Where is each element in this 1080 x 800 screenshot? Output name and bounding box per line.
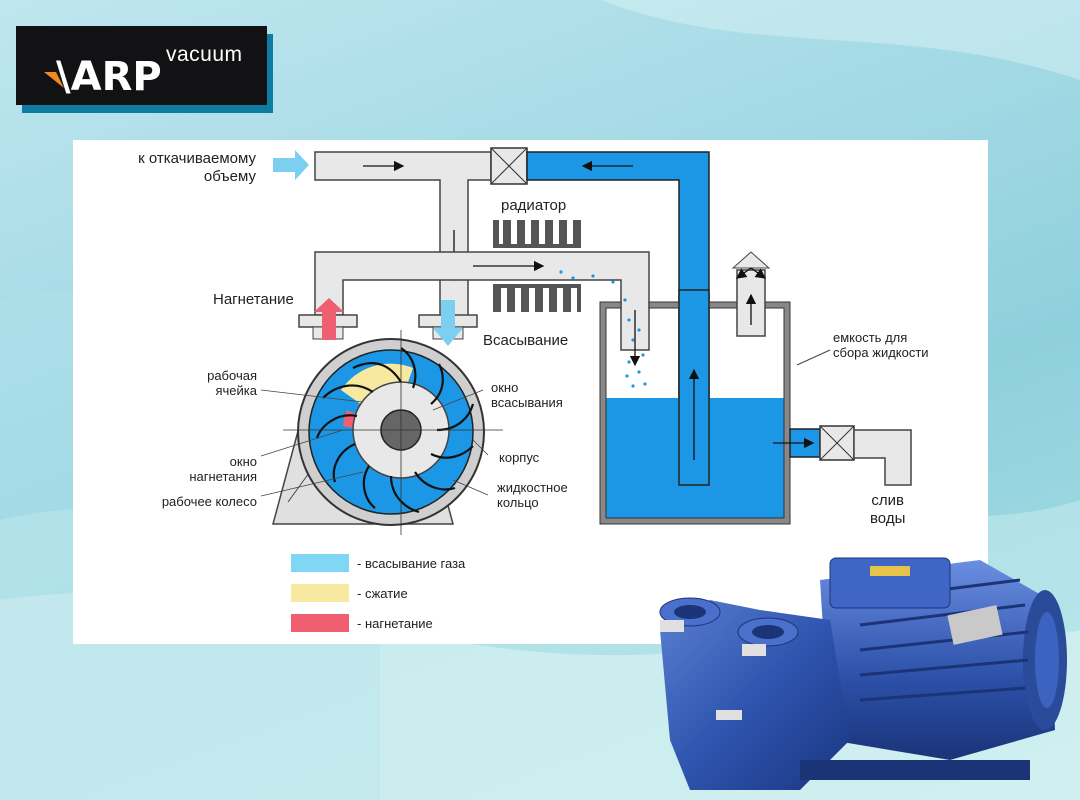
tank-label-leader [796, 349, 831, 366]
water-droplets [559, 270, 647, 388]
liquid-ring-pump-diagram [260, 147, 912, 632]
casing-label: корпус [499, 450, 540, 465]
working-cell-line-1: рабочая [207, 368, 257, 383]
tank-label: емкость для сбора жидкости [833, 330, 929, 360]
liquid-ring-line-2: кольцо [497, 495, 539, 510]
brand-logo[interactable]: \ARP vacuum [16, 26, 267, 105]
drain-pipe [773, 425, 912, 486]
discharge-window-label: окно нагнетания [163, 454, 257, 484]
logo-mark-text: \ARP [56, 54, 162, 100]
liquid-tank [599, 289, 791, 525]
suction-window-label: окно всасывания [491, 380, 563, 410]
inlet-arrow [273, 150, 309, 180]
inlet-label: к откачиваемому объему [93, 150, 256, 186]
legend-swatch-discharge [291, 614, 349, 632]
inlet-label-line-1: к откачиваемому [138, 150, 256, 167]
suction-label: Всасывание [483, 332, 569, 349]
legend-label-discharge: - нагнетание [357, 616, 433, 631]
vent-pipe [731, 251, 771, 337]
suction-window-line-1: окно [491, 380, 519, 395]
suction-window-line-2: всасывания [491, 395, 563, 410]
pump-casing [283, 330, 503, 535]
tank-label-line-1: емкость для [833, 330, 908, 345]
suction-arrow [433, 300, 463, 346]
label-leaders [260, 389, 489, 497]
radiator-fins [493, 220, 581, 312]
discharge-arrow [314, 298, 344, 340]
discharge-window-line-2: нагнетания [189, 469, 257, 484]
top-valve-icon [490, 147, 528, 185]
varp-logo-mark: \ARP [44, 54, 162, 100]
liquid-ring-label: жидкостное кольцо [497, 480, 568, 510]
radiator-label: радиатор [501, 197, 567, 214]
liquid-ring-line-1: жидкостное [497, 480, 568, 495]
working-cell-line-2: ячейка [215, 383, 257, 398]
impeller-label: рабочее колесо [161, 494, 257, 509]
inlet-label-line-2: объему [203, 168, 256, 185]
working-cell-label: рабочая ячейка [173, 368, 257, 398]
drain-label-line-1: слив [871, 492, 904, 509]
discharge-label: Нагнетание [213, 291, 294, 308]
legend-label-compression: - сжатие [357, 586, 408, 601]
legend-swatch-compression [291, 584, 349, 602]
discharge-pipe [314, 251, 650, 351]
legend-swatch-suction [291, 554, 349, 572]
drain-label: слив воды [870, 492, 905, 528]
discharge-window-line-1: окно [229, 454, 257, 469]
pump-product-photo [659, 557, 1067, 790]
logo-wordmark: vacuum [166, 43, 243, 66]
tank-label-line-2: сбора жидкости [833, 345, 929, 360]
drain-label-line-2: воды [870, 510, 906, 527]
legend-label-suction: - всасывание газа [357, 556, 466, 571]
